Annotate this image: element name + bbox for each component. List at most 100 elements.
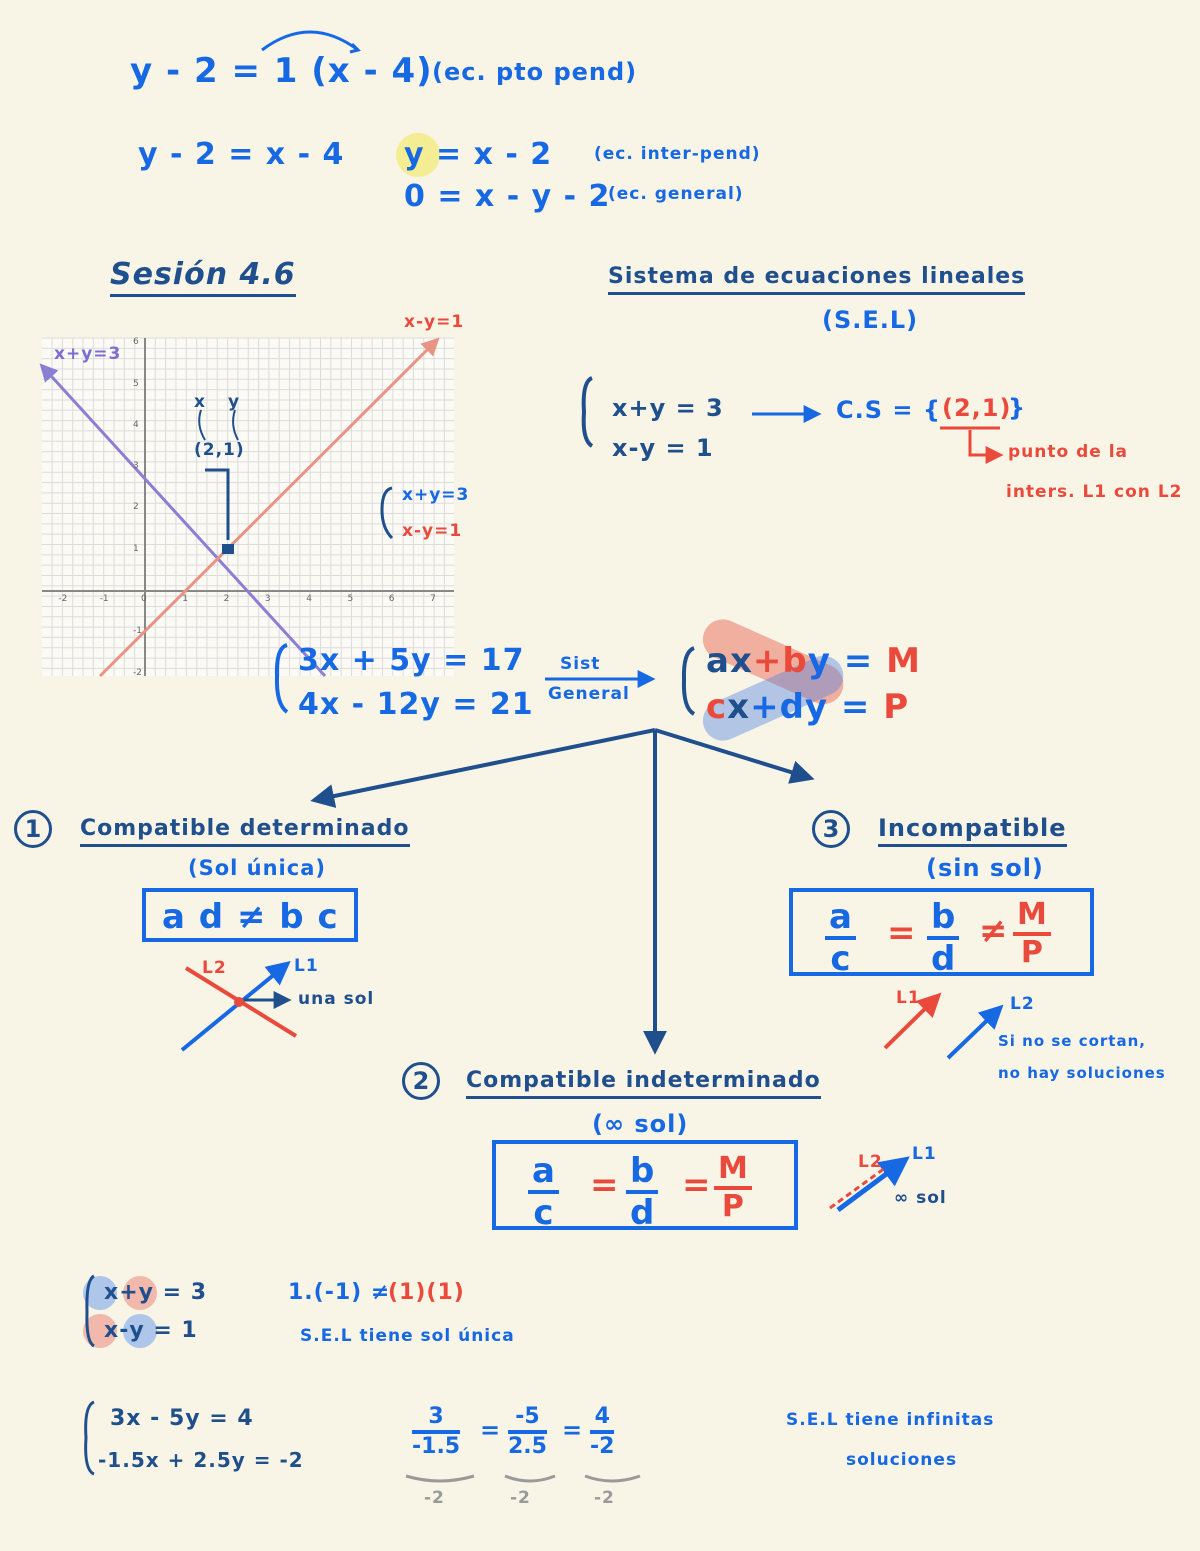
x-tick-label: -1 <box>99 594 109 604</box>
eq-point-slope: y - 2 = 1 (x - 4) <box>130 51 433 91</box>
highlight-bc <box>702 655 844 741</box>
graph-point-label: (2,1) <box>194 440 245 460</box>
case2-line-l2 <box>829 1166 886 1210</box>
y-tick-label: 1 <box>133 543 139 554</box>
case3-note-line1: Si no se cortan, <box>998 1032 1146 1050</box>
case2-label-l1: L1 <box>912 1144 937 1164</box>
cs-note-line2: inters. L1 con L2 <box>1006 482 1183 502</box>
x-tick-label: 1 <box>182 594 189 604</box>
session-title: Sesión 4.6 <box>110 260 296 297</box>
brace-graph-sys <box>380 486 394 540</box>
case3-note-line2: no hay soluciones <box>998 1064 1166 1082</box>
x-tick-label: 3 <box>264 594 271 604</box>
y-tick-label: -1 <box>133 626 142 637</box>
graph-sys-bottom: x-y=1 <box>402 521 463 541</box>
case3-number: 3 <box>812 810 850 848</box>
x-tick-label: 5 <box>347 594 354 604</box>
cs-note-arrow <box>968 430 1004 464</box>
x-tick-label: 2 <box>223 594 230 604</box>
system-title: Sistema de ecuaciones lineales <box>608 266 1026 295</box>
example2-reduced2: -2 <box>510 1488 531 1508</box>
distribute-arc <box>261 30 359 52</box>
y-tick-label: 4 <box>133 419 139 430</box>
y-tick-label: 5 <box>133 378 139 389</box>
x-tick-label: -2 <box>58 594 68 604</box>
case1-note: una sol <box>298 989 375 1009</box>
eq-general: 0 = x - y - 2 <box>404 179 611 214</box>
brace-example2 <box>84 1400 95 1476</box>
system1-line2: x-y = 1 <box>612 434 714 462</box>
example2-reduced3: -2 <box>594 1488 615 1508</box>
x-tick-label: 0 <box>141 594 147 604</box>
example2-frac3: 4-2 <box>590 1404 615 1459</box>
case1-number: 1 <box>14 810 52 848</box>
x-tick-label: 4 <box>306 594 312 604</box>
x-tick-label: 6 <box>388 594 395 604</box>
case2-number: 2 <box>402 1062 440 1100</box>
case1-label-l1: L1 <box>294 956 319 976</box>
case1-subtitle: (Sol única) <box>188 856 326 880</box>
example1-line1: x+y = 3 <box>104 1280 208 1305</box>
point-pointer <box>205 468 230 540</box>
cs-point: (2,1) <box>942 394 1012 422</box>
general-eq1: ax+by = M <box>706 641 921 681</box>
case3-line-l2 <box>946 1004 1004 1060</box>
graph-sys-top: x+y=3 <box>402 485 470 505</box>
x-tick-label: 7 <box>430 594 436 604</box>
example2-frac1: 3-1.5 <box>412 1404 461 1459</box>
case3-label-l2: L2 <box>1010 994 1035 1014</box>
graph-label-diff: x-y=1 <box>404 312 465 332</box>
example2-line2: -1.5x + 2.5y = -2 <box>98 1448 304 1472</box>
case2-line-l1 <box>836 1156 910 1213</box>
line-x-plus-y <box>39 363 327 678</box>
case3-subtitle: (sin sol) <box>926 854 1044 882</box>
case2-title: Compatible indeterminado <box>466 1070 821 1099</box>
cs-close: } <box>1008 394 1027 422</box>
example1-calc-right: (1)(1) <box>388 1280 465 1305</box>
example2-line1: 3x - 5y = 4 <box>110 1406 254 1431</box>
example1-line2: x-y = 1 <box>104 1318 198 1343</box>
example2-eq2: = <box>562 1416 584 1444</box>
cs-label: C.S = { <box>836 396 941 424</box>
case2-equals2: = <box>682 1165 712 1205</box>
y-tick-label: 2 <box>133 502 139 513</box>
eq-point-slope-note: (ec. pto pend) <box>432 58 638 86</box>
example2-reduced1: -2 <box>424 1488 445 1508</box>
case1-formula-box: a d ≠ b c <box>142 888 358 942</box>
y-tick-label: -2 <box>133 667 142 678</box>
arrow-case3 <box>654 728 815 784</box>
line-x-minus-y <box>98 337 440 678</box>
example1-conclusion: S.E.L tiene sol única <box>300 1326 515 1346</box>
system-title-abbr: (S.E.L) <box>822 306 919 334</box>
brace-system2 <box>274 643 289 714</box>
case1-line-l1 <box>180 960 291 1052</box>
arrow-label-top: Sist <box>560 654 601 674</box>
eq-slope-intercept-note: (ec. inter-pend) <box>594 144 761 164</box>
case3-label-l1: L1 <box>896 988 921 1008</box>
graph-point-x: x <box>194 392 206 412</box>
case2-note: ∞ sol <box>894 1188 947 1208</box>
brace-example1 <box>85 1274 95 1348</box>
y-highlight <box>396 133 440 177</box>
general-eq2: cx+dy = P <box>706 687 910 727</box>
eq-slope-intercept: y = x - 2 <box>404 137 553 172</box>
system2-line2: 4x - 12y = 21 <box>298 687 534 722</box>
case1-title: Compatible determinado <box>80 818 410 847</box>
example2-conclusion-line2: soluciones <box>846 1450 958 1470</box>
case3-equals: = <box>887 913 917 953</box>
arrow-label-bottom: General <box>548 684 630 704</box>
y-tick-label: 6 <box>133 337 139 348</box>
system2-line1: 3x + 5y = 17 <box>298 643 525 678</box>
arrow-case1 <box>310 728 656 808</box>
example2-conclusion-line1: S.E.L tiene infinitas <box>786 1410 995 1430</box>
brace-general <box>681 646 696 716</box>
